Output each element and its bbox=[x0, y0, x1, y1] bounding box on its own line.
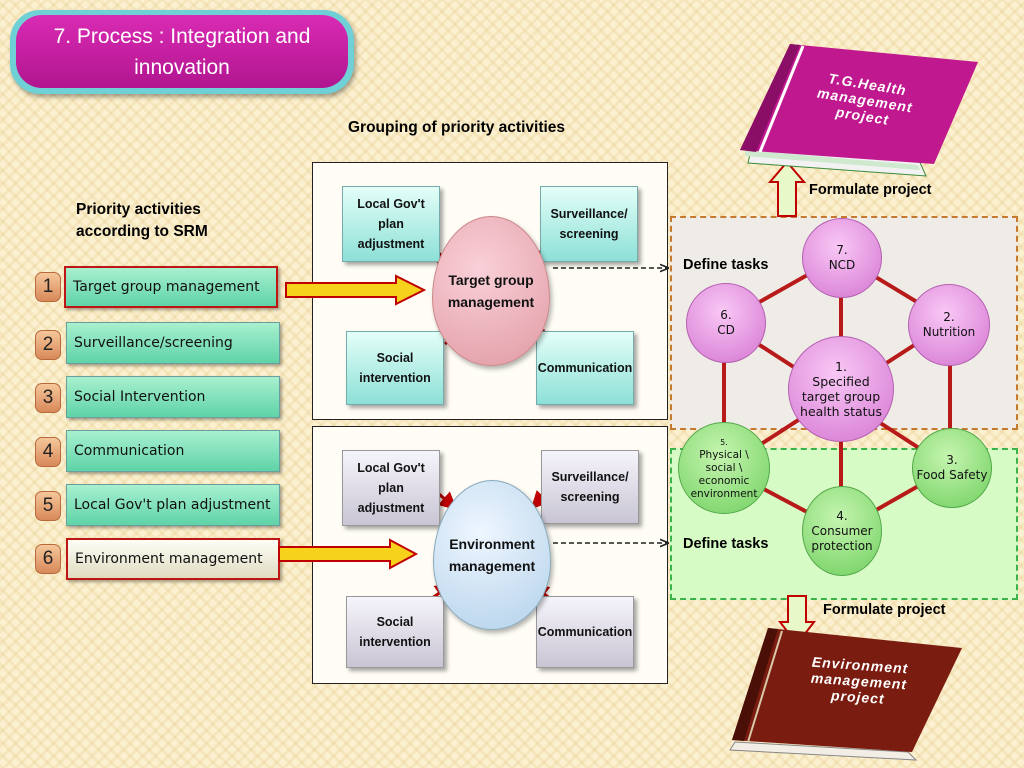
book-bottom-shape bbox=[729, 628, 962, 761]
formulate-arrow-up bbox=[767, 160, 807, 217]
priority-item-social: Social Intervention bbox=[66, 376, 280, 418]
define-tasks-bottom: Define tasks bbox=[683, 536, 769, 552]
tg-social-line-1: Social bbox=[376, 351, 414, 365]
define-tasks-top: Define tasks bbox=[683, 257, 769, 273]
node-cd: 6. CD bbox=[686, 283, 766, 363]
node-4-line-1: 4. bbox=[836, 508, 848, 523]
node-1-line-3: target group bbox=[801, 389, 881, 404]
env-local-gov-line-2: plan bbox=[378, 481, 404, 495]
tg-social-line-2: intervention bbox=[359, 371, 431, 385]
priority-heading: Priority activities according to SRM bbox=[76, 199, 208, 243]
tg-local-gov-line-2: plan bbox=[378, 217, 404, 231]
priority-number-1: 1 bbox=[35, 272, 61, 302]
env-social-line-1: Social bbox=[376, 615, 414, 629]
env-surveillance-card: Surveillance/ screening bbox=[541, 450, 639, 524]
node-target-group-health: 1. Specified target group health status bbox=[788, 336, 894, 442]
node-environment: 5. Physical \ social \ economic environm… bbox=[678, 422, 770, 514]
env-center-line-2: management bbox=[448, 558, 536, 574]
priority-heading-line-1: Priority activities bbox=[76, 201, 201, 218]
node-ncd-line-2: NCD bbox=[828, 258, 856, 272]
tg-surveillance-line-1: Surveillance/ bbox=[550, 207, 628, 221]
title-line-1: 7. Process : Integration and bbox=[53, 24, 311, 48]
node-cd-line-2: CD bbox=[717, 323, 735, 337]
priority-number-4: 4 bbox=[35, 437, 61, 467]
node-cd-line-1: 6. bbox=[720, 308, 732, 322]
node-food-safety: 3. Food Safety bbox=[912, 428, 992, 508]
env-local-gov-line-3: adjustment bbox=[357, 501, 425, 515]
tg-surveillance-line-2: screening bbox=[559, 227, 619, 241]
node-1-line-1: 1. bbox=[835, 359, 847, 374]
node-ncd-line-1: 7. bbox=[836, 243, 848, 257]
env-surveillance-line-1: Surveillance/ bbox=[551, 470, 629, 484]
priority-item-environment: Environment management bbox=[66, 538, 280, 580]
priority-number-3: 3 bbox=[35, 383, 61, 413]
node-nutrition-line-1: 2. bbox=[943, 310, 955, 324]
tg-communication-card: Communication bbox=[536, 331, 634, 405]
grouping-heading: Grouping of priority activities bbox=[348, 119, 566, 136]
yellow-arrow-target bbox=[285, 274, 427, 306]
formulate-project-top: Formulate project bbox=[809, 182, 932, 198]
node-1-line-2: Specified bbox=[812, 374, 870, 389]
node-5-line-4: economic bbox=[698, 474, 750, 487]
formulate-project-bottom: Formulate project bbox=[823, 602, 946, 618]
priority-number-5: 5 bbox=[35, 491, 61, 521]
tg-local-gov-line-3: adjustment bbox=[357, 237, 425, 251]
env-social-card: Social intervention bbox=[346, 596, 444, 668]
node-nutrition-line-2: Nutrition bbox=[922, 325, 976, 339]
priority-number-2: 2 bbox=[35, 330, 61, 360]
environment-egg: Environment management bbox=[433, 480, 551, 630]
node-nutrition: 2. Nutrition bbox=[908, 284, 990, 366]
tg-center-line-2: management bbox=[447, 294, 535, 310]
tg-social-card: Social intervention bbox=[346, 331, 444, 405]
yellow-arrow-environment bbox=[278, 538, 419, 570]
node-4-line-2: Consumer bbox=[811, 523, 873, 538]
priority-item-target-group: Target group management bbox=[64, 266, 278, 308]
tg-center-line-1: Target group bbox=[448, 272, 534, 288]
priority-heading-line-2: according to SRM bbox=[76, 223, 208, 240]
tg-local-gov-line-1: Local Gov't bbox=[357, 197, 425, 211]
node-3-line-2: Food Safety bbox=[916, 468, 988, 482]
book-top-shape bbox=[740, 44, 978, 177]
priority-item-communication: Communication bbox=[66, 430, 280, 472]
priority-number-6: 6 bbox=[35, 544, 61, 574]
node-consumer-protection: 4. Consumer protection bbox=[802, 486, 882, 576]
env-local-gov-card: Local Gov't plan adjustment bbox=[342, 450, 440, 526]
priority-item-local-gov: Local Gov't plan adjustment bbox=[66, 484, 280, 526]
tg-surveillance-card: Surveillance/ screening bbox=[540, 186, 638, 262]
node-5-line-1: 5. bbox=[720, 437, 728, 447]
env-center-line-1: Environment bbox=[449, 536, 535, 552]
priority-item-surveillance: Surveillance/screening bbox=[66, 322, 280, 364]
env-local-gov-line-1: Local Gov't bbox=[357, 461, 425, 475]
tg-local-gov-card: Local Gov't plan adjustment bbox=[342, 186, 440, 262]
env-surveillance-line-2: screening bbox=[560, 490, 620, 504]
title-line-2: innovation bbox=[134, 55, 230, 79]
node-5-line-3: social \ bbox=[705, 461, 743, 474]
slide-title: 7. Process : Integration and innovation bbox=[16, 15, 348, 88]
node-5-line-5: environment bbox=[690, 487, 758, 500]
node-ncd: 7. NCD bbox=[802, 218, 882, 298]
env-social-line-2: intervention bbox=[359, 635, 431, 649]
node-3-line-1: 3. bbox=[946, 453, 958, 467]
node-4-line-3: protection bbox=[811, 538, 873, 553]
target-group-egg: Target group management bbox=[432, 216, 550, 366]
env-communication-card: Communication bbox=[536, 596, 634, 668]
node-1-line-4: health status bbox=[800, 404, 882, 419]
node-5-line-2: Physical \ bbox=[699, 448, 749, 461]
